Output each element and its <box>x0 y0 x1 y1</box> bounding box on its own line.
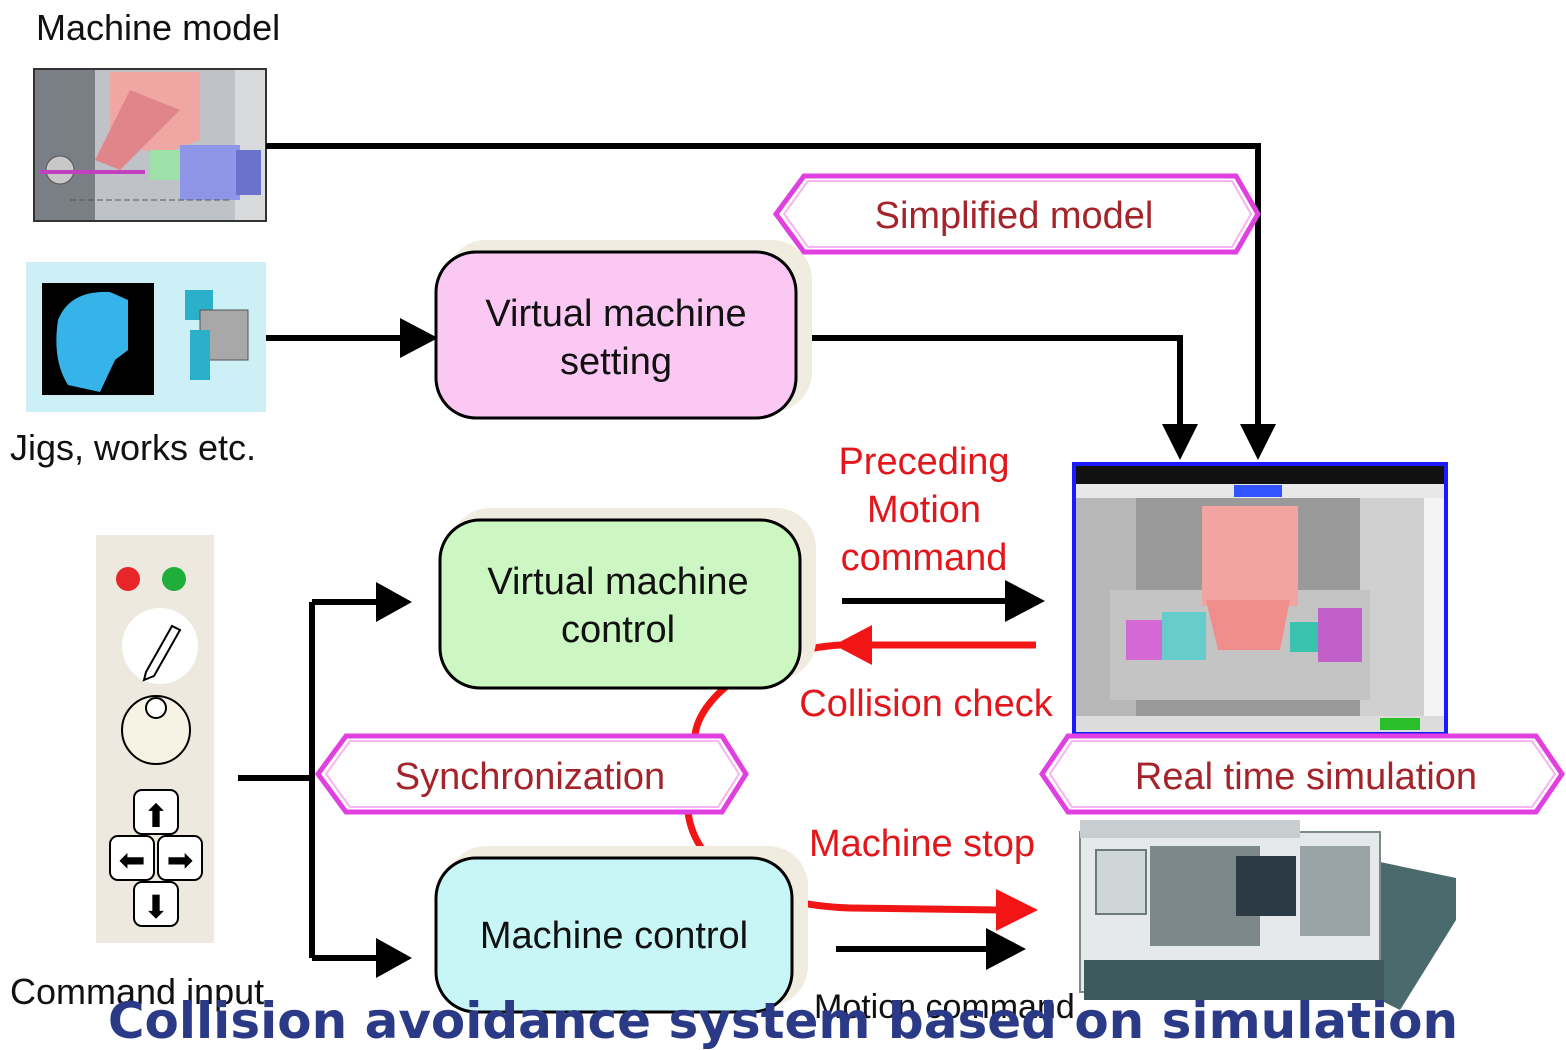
simplified-model-hex: Simplified model <box>772 173 1261 255</box>
command-input-label: Command input <box>10 971 264 1012</box>
vm-control-line1: Virtual machine <box>487 561 748 603</box>
svg-text:⬅: ⬅ <box>119 841 146 879</box>
synchronization-hex: Synchronization <box>314 733 749 815</box>
black-connectors <box>238 143 1261 961</box>
svg-text:⬆: ⬆ <box>143 797 170 835</box>
real-time-simulation-label: Real time simulation <box>1135 756 1477 798</box>
virtual-machine-control-box: Virtual machine control <box>438 508 816 690</box>
red-lamp-icon <box>116 567 140 591</box>
machine-stop-label: Machine stop <box>809 823 1035 865</box>
svg-text:⬇: ⬇ <box>143 888 170 926</box>
simplified-model-label: Simplified model <box>875 195 1154 237</box>
vm-setting-line1: Virtual machine <box>485 293 746 335</box>
figure-caption: Collision avoidance system based on simu… <box>107 992 1459 1050</box>
command-input-panel: ⬆ ⬅ ➡ ⬇ <box>96 535 214 943</box>
black-arrowheads <box>376 318 1276 978</box>
vm-control-line2: control <box>561 609 675 651</box>
preceding-line3: command <box>841 537 1008 579</box>
real-time-simulation-hex: Real time simulation <box>1038 733 1566 815</box>
motion-command-label: Motion command <box>814 988 1075 1026</box>
virtual-machine-setting-box: Virtual machine setting <box>434 240 812 420</box>
red-arrowheads <box>834 625 1038 931</box>
machine-control-box: Machine control <box>434 846 808 1014</box>
preceding-line1: Preceding <box>838 441 1009 483</box>
machine-tool-image <box>1079 820 1456 1010</box>
handwheel-icon <box>121 695 191 765</box>
machine-model-image <box>33 68 267 222</box>
machine-control-label: Machine control <box>480 915 748 957</box>
jigs-works-label: Jigs, works etc. <box>10 427 256 468</box>
collision-check-label: Collision check <box>799 683 1053 725</box>
vm-setting-line2: setting <box>560 341 672 383</box>
jigs-works-image <box>26 262 266 412</box>
green-lamp-icon <box>162 567 186 591</box>
preceding-line2: Motion <box>867 489 981 531</box>
direction-keys-icon <box>109 789 203 927</box>
synchronization-label: Synchronization <box>395 756 665 798</box>
simulation-screen <box>1072 462 1448 734</box>
machine-model-label: Machine model <box>36 7 280 48</box>
svg-text:➡: ➡ <box>167 841 194 879</box>
